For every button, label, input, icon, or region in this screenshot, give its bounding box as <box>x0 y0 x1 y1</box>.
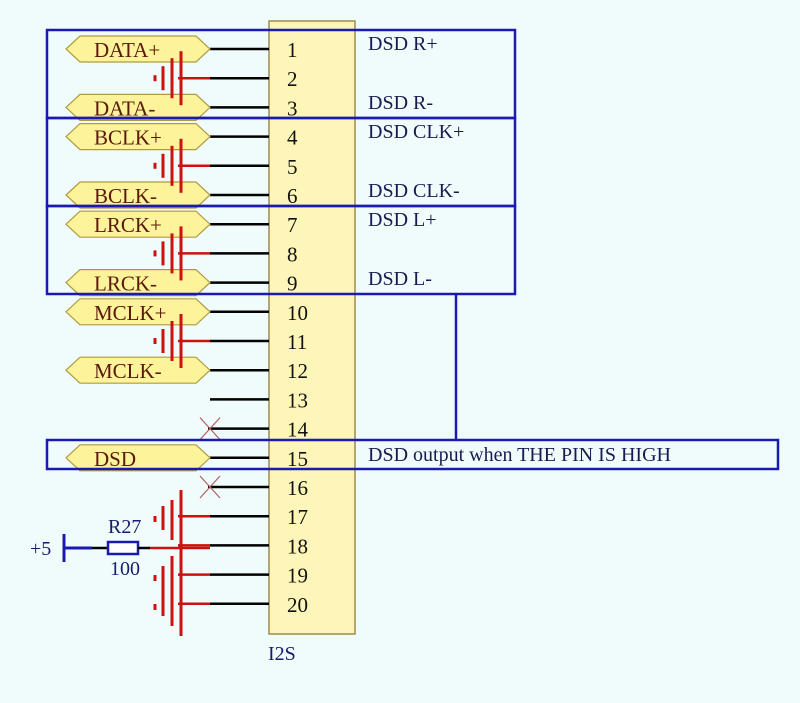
port-shape <box>65 93 211 122</box>
port-mclk-minusplus[interactable]: MCLK+ <box>65 298 211 326</box>
note-dsd-r-minus: DSD R- <box>368 92 433 114</box>
frame-dsd-l <box>45 204 517 296</box>
pin-number: 13 <box>287 388 308 412</box>
pin-number: 17 <box>287 505 308 529</box>
frame-group <box>45 28 780 471</box>
no-connect-icon <box>199 417 221 441</box>
note-dsd-clk-minus: DSD CLK- <box>368 180 460 202</box>
pin-number: 9 <box>287 272 298 296</box>
i2s-connector-body[interactable] <box>268 20 356 635</box>
ground-bank-icon <box>153 490 183 636</box>
component-designator: I2S <box>268 643 296 665</box>
frame-dsd-output <box>45 438 780 471</box>
resistor-r27[interactable] <box>106 540 140 556</box>
power-resistor-net <box>62 534 210 562</box>
note-dsd-clk-plus: DSD CLK+ <box>368 121 464 143</box>
port-shape <box>65 210 211 238</box>
port-lrck-minus[interactable]: LRCK- <box>65 269 211 297</box>
pin-number: 7 <box>287 213 298 237</box>
pin-number: 14 <box>287 418 309 442</box>
port-label: DSD <box>94 447 136 471</box>
port-data-minusplus[interactable]: DATA+ <box>65 35 211 63</box>
note-dsd-l-plus: DSD L+ <box>368 209 437 231</box>
port-dsd[interactable]: DSD <box>65 444 211 472</box>
pin-number: 18 <box>287 534 308 558</box>
ground-icon <box>153 138 183 193</box>
port-shape <box>65 298 211 326</box>
port-label: LRCK- <box>94 272 157 296</box>
port-lrck-minusplus[interactable]: LRCK+ <box>65 210 211 238</box>
port-bclk-minus[interactable]: BCLK- <box>65 181 211 209</box>
port-label: DATA+ <box>94 38 160 62</box>
ground-icon <box>153 226 183 281</box>
note-dsd-l-minus: DSD L- <box>368 268 432 290</box>
pin-number: 3 <box>287 96 298 120</box>
port-shape <box>65 35 211 63</box>
port-label: MCLK+ <box>94 301 167 325</box>
pin-number: 16 <box>287 476 308 500</box>
pin-number: 2 <box>287 67 298 91</box>
power-label: +5 <box>30 538 51 560</box>
note-dsd-r-plus: DSD R+ <box>368 33 438 55</box>
no-connect-icon <box>199 475 221 499</box>
port-data-minus[interactable]: DATA- <box>65 93 211 122</box>
port-mclk-minus[interactable]: MCLK- <box>65 356 211 384</box>
port-shape <box>65 122 211 151</box>
port-label: BCLK+ <box>94 126 162 150</box>
pin-number: 19 <box>287 564 308 588</box>
pin-number: 11 <box>287 330 307 354</box>
note-dsd-output: DSD output when THE PIN IS HIGH <box>368 444 671 466</box>
port-shape <box>65 269 211 297</box>
pin-number: 1 <box>287 38 298 62</box>
port-label: MCLK- <box>94 359 162 383</box>
resistor-value: 100 <box>110 558 140 580</box>
port-bclk-minusplus[interactable]: BCLK+ <box>65 122 211 151</box>
pin-number: 15 <box>287 447 308 471</box>
port-label: LRCK+ <box>94 213 162 237</box>
pin-number: 12 <box>287 359 308 383</box>
port-shape <box>65 181 211 209</box>
pin-number: 4 <box>287 126 298 150</box>
port-shape <box>65 356 211 384</box>
pin-number: 8 <box>287 242 298 266</box>
port-label: DATA- <box>94 96 155 120</box>
pin-number: 10 <box>287 301 308 325</box>
resistor-designator: R27 <box>108 516 141 538</box>
port-label: BCLK- <box>94 184 157 208</box>
pin-number: 20 <box>287 593 308 617</box>
ground-icon <box>153 51 183 106</box>
pin-number: 6 <box>287 184 298 208</box>
pin-number: 5 <box>287 155 298 179</box>
port-shape <box>65 444 211 472</box>
ground-icon <box>153 314 183 368</box>
